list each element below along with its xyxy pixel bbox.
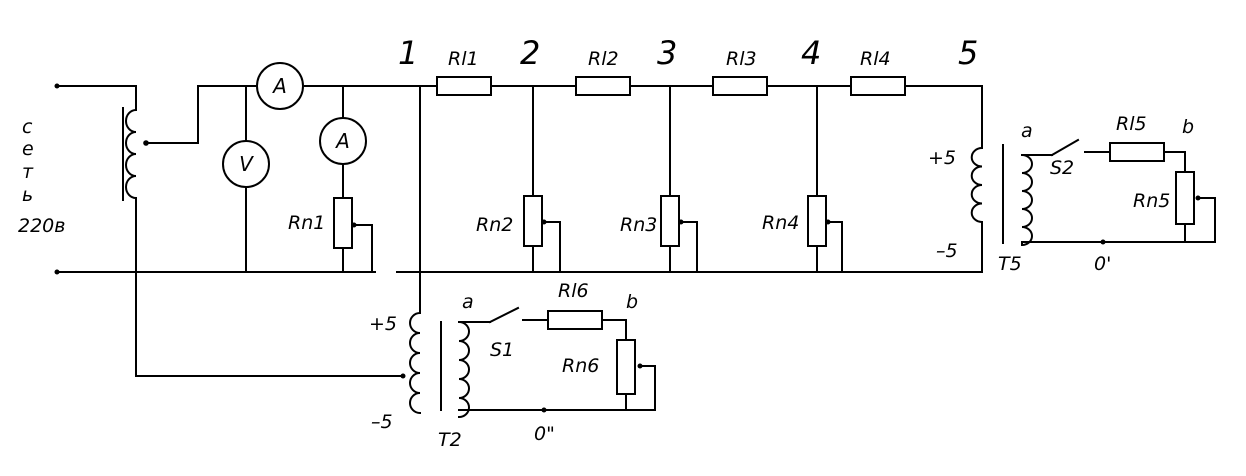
node-4-label: 4 xyxy=(801,34,821,72)
rl1-label: Rl1 xyxy=(448,48,479,70)
rn1-label: Rn1 xyxy=(288,212,325,234)
t2-zero-label: 0" xyxy=(534,423,555,445)
s1-label: S1 xyxy=(490,339,514,361)
t2-terminal-a: a xyxy=(462,291,474,313)
switch-s2 xyxy=(1050,138,1080,157)
node-3-label: 3 xyxy=(657,34,677,72)
node-1-label: 1 xyxy=(398,34,418,72)
source-label: с е т ь 220в xyxy=(18,116,65,237)
t5-plus-label: +5 xyxy=(928,147,956,169)
node-5-label: 5 xyxy=(958,34,978,72)
switch-s1 xyxy=(488,306,520,324)
source-label-t: т xyxy=(22,161,34,183)
t2-plus-label: +5 xyxy=(369,313,397,335)
t2-feed xyxy=(135,271,406,379)
rl5-label: Rl5 xyxy=(1116,113,1147,135)
rl6-label: Rl6 xyxy=(558,280,589,302)
input-autotransformer xyxy=(122,85,199,201)
line-resistor-rl2: Rl2 xyxy=(575,48,631,96)
rn2-branch: Rn2 xyxy=(476,85,561,273)
rn2-label: Rn2 xyxy=(476,214,513,236)
t5-minus-label: –5 xyxy=(936,240,958,262)
t5-terminal-a: a xyxy=(1021,120,1033,142)
t5-label: T5 xyxy=(998,253,1022,275)
line-resistor-rl4: Rl4 xyxy=(850,48,906,96)
line-resistor-rl3: Rl3 xyxy=(712,48,768,96)
source-terminals xyxy=(54,83,137,275)
transformer-t5: +5 –5 T5 xyxy=(928,144,1046,275)
t2-secondary-circuit: a b S1 Rl6 Rn6 0" xyxy=(458,280,656,445)
source-label-voltage: 220в xyxy=(18,215,65,237)
rl2-label: Rl2 xyxy=(588,48,619,70)
rn3-label: Rn3 xyxy=(620,214,657,236)
voltmeter-symbol: V xyxy=(239,152,254,176)
rn5-label: Rn5 xyxy=(1133,190,1170,212)
node-2-label: 2 xyxy=(520,34,540,72)
s2-label: S2 xyxy=(1050,157,1074,179)
t2-terminal-b: b xyxy=(626,291,638,313)
rn6-label: Rn6 xyxy=(562,355,599,377)
t2-minus-label: –5 xyxy=(371,411,393,433)
rn3-branch: Rn3 xyxy=(620,85,698,273)
source-label-soft: ь xyxy=(22,184,33,206)
source-label-c: с xyxy=(22,116,33,138)
transformer-t2: +5 –5 T2 xyxy=(369,311,470,451)
main-ammeter: A xyxy=(256,62,304,110)
rn1-branch: A Rn1 xyxy=(288,85,373,273)
line-resistor-rl1: Rl1 xyxy=(436,48,492,96)
rn4-label: Rn4 xyxy=(762,212,799,234)
t5-secondary-circuit: a b S2 Rl5 Rn5 0' xyxy=(1021,113,1216,275)
ammeter-symbol: A xyxy=(271,74,287,98)
rl3-label: Rl3 xyxy=(726,48,757,70)
t2-label: T2 xyxy=(438,429,462,451)
t5-terminal-b: b xyxy=(1182,116,1194,138)
voltmeter-branch: V xyxy=(222,85,270,273)
rl4-label: Rl4 xyxy=(860,48,891,70)
t5-zero-label: 0' xyxy=(1094,253,1111,275)
rn4-branch: Rn4 xyxy=(762,85,843,273)
source-label-e: е xyxy=(22,138,34,160)
branch-ammeter-symbol: A xyxy=(334,129,350,153)
